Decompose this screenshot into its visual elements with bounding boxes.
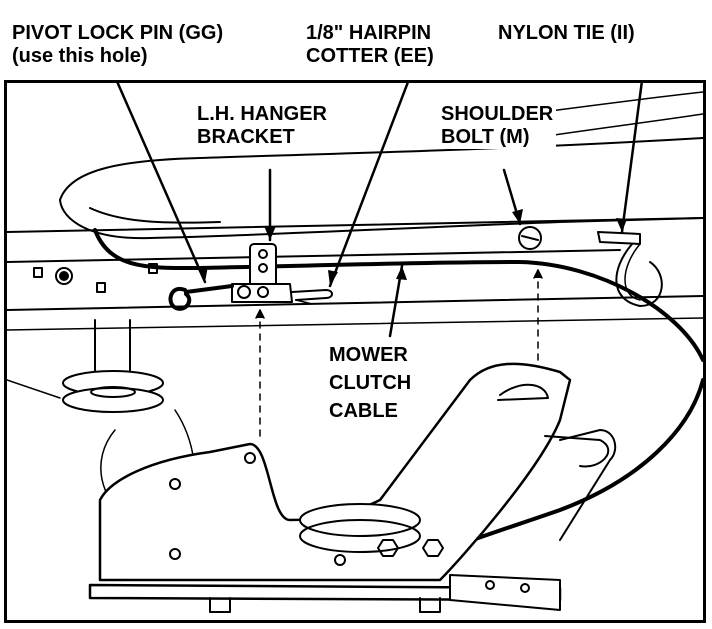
label-line: NYLON TIE (II) xyxy=(498,22,635,44)
lh-hanger-bracket xyxy=(231,243,293,303)
callout-arrowheads xyxy=(197,209,627,286)
label-line: BRACKET xyxy=(194,126,330,149)
label-line: SHOULDER xyxy=(438,103,557,126)
mower-deck-bracket xyxy=(88,362,617,613)
shoulder-bolt xyxy=(518,226,542,250)
label-shoulder-bolt: SHOULDER BOLT (M) xyxy=(438,103,557,149)
pivot-lock-pin xyxy=(168,284,234,311)
label-nylon-tie: NYLON TIE (II) xyxy=(498,22,635,45)
label-line: L.H. HANGER xyxy=(194,103,330,126)
label-line: (use this hole) xyxy=(12,45,148,67)
label-line: 1/8" HAIRPIN xyxy=(306,22,432,44)
spindle-pulley xyxy=(7,319,196,521)
label-mower-clutch-cable: MOWER CLUTCH CABLE xyxy=(326,341,415,425)
label-line: COTTER (EE) xyxy=(306,45,434,67)
label-hanger-bracket: L.H. HANGER BRACKET xyxy=(194,103,330,149)
hairpin-cotter xyxy=(291,289,333,305)
label-line: CLUTCH xyxy=(326,369,415,397)
nylon-tie xyxy=(597,231,663,307)
figure-frame xyxy=(4,80,706,623)
label-line: BOLT (M) xyxy=(438,126,557,149)
label-pivot-lock-pin: PIVOT LOCK PIN (GG) (use this hole) xyxy=(12,22,223,68)
label-line: PIVOT LOCK PIN (GG) xyxy=(12,22,224,44)
label-line: CABLE xyxy=(326,397,415,425)
label-hairpin-cotter: 1/8" HAIRPIN COTTER (EE) xyxy=(306,22,434,68)
label-line: MOWER xyxy=(326,341,415,369)
